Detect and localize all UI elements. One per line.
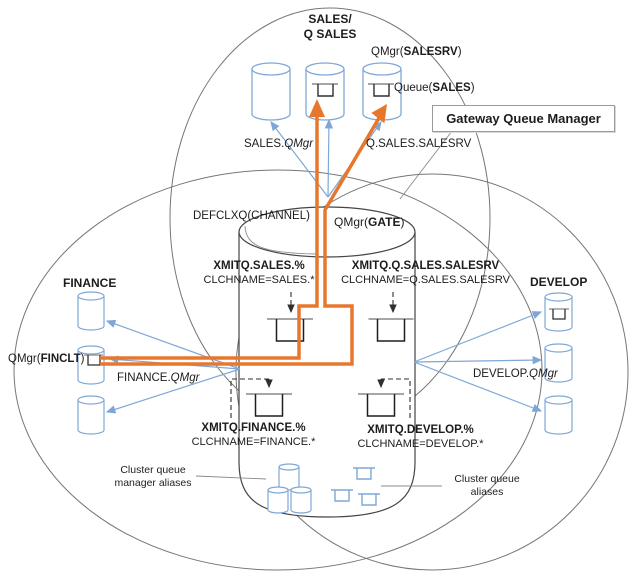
- xmitq-sales-queue-icon: [267, 318, 313, 342]
- cluster-qmgr-aliases-label: Cluster queue manager aliases: [114, 464, 192, 489]
- sales-cluster-label: SALES/ Q SALES: [303, 12, 357, 41]
- sales-queue-icons: [312, 83, 394, 97]
- xmitq-sales-label: XMITQ.SALES.% CLCHNAME=SALES.*: [203, 260, 315, 286]
- pointer-lines: [195, 130, 453, 487]
- finclt-qmgr-label: QMgr(FINCLT): [8, 353, 85, 365]
- develop-channel-label: DEVELOP.QMgr: [473, 368, 558, 380]
- xmitq-qsales-queue-icon: [368, 318, 414, 342]
- xmitq-finance-label: XMITQ.FINANCE.% CLCHNAME=FINANCE.*: [191, 422, 316, 448]
- finance-channel-label: FINANCE.QMgr: [117, 372, 200, 384]
- cluster-qmgr-aliases-pointer: [195, 475, 267, 480]
- route-to-sales-repos: [100, 116, 319, 360]
- gate-qmgr-label: QMgr(GATE): [334, 215, 405, 229]
- finance-repository-cylinders: [77, 291, 105, 435]
- gate-cylinder: [238, 206, 416, 518]
- finance-cluster-ellipse: [13, 169, 543, 571]
- dashed-arrows: [230, 292, 411, 418]
- develop-cluster-label: DEVELOP: [530, 275, 588, 289]
- gateway-callout-pointer: [399, 130, 453, 200]
- cluster-queue-aliases-label: Cluster queue aliases: [454, 473, 520, 498]
- sales-queue-label: Queue(SALES): [394, 82, 475, 94]
- cluster-qmgr-alias-icons: [267, 463, 312, 514]
- xmitq-qsales-label: XMITQ.Q.SALES.SALESRV CLCHNAME=Q.SALES.S…: [341, 260, 510, 286]
- message-route-arrowheads: [309, 99, 387, 124]
- qsales-channel-label: Q.SALES.SALESRV: [366, 138, 472, 150]
- message-route-paths: [100, 116, 381, 366]
- develop-repository-cylinders: [544, 292, 573, 435]
- sales-channel-label: SALES.QMgr: [244, 138, 314, 150]
- gateway-callout: Gateway Queue Manager: [432, 105, 615, 132]
- defclxq-pointer: [244, 225, 317, 255]
- xmitq-finance-queue-icon: [246, 393, 292, 417]
- cluster-queue-alias-icons: [331, 467, 380, 506]
- xmitq-develop-label: XMITQ.DEVELOP.% CLCHNAME=DEVELOP.*: [357, 424, 484, 450]
- route-to-salesrv-queue: [100, 117, 381, 366]
- defclxq-label: DEFCLXQ(CHANNEL): [193, 210, 310, 222]
- salesrv-qmgr-label: QMgr(SALESRV): [371, 46, 462, 58]
- develop-cluster-ellipse: [235, 173, 629, 571]
- develop-queue-icon: [549, 308, 569, 320]
- xmitq-develop-queue-icon: [358, 393, 404, 417]
- finance-cluster-label: FINANCE: [63, 276, 117, 290]
- finclt-queue-icon: [84, 354, 103, 366]
